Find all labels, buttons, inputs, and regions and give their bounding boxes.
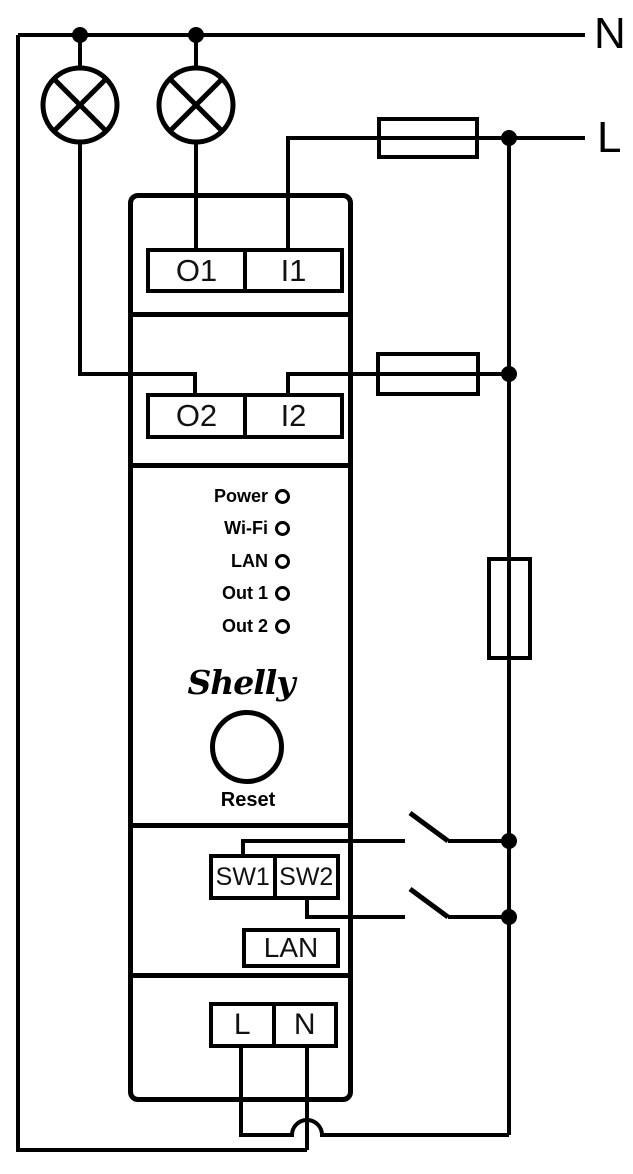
fuse1-icon xyxy=(377,117,479,159)
section-divider-2 xyxy=(130,463,351,468)
brand-logo: Shelly xyxy=(187,663,295,702)
section-divider-4 xyxy=(130,973,351,978)
led-lan-label: LAN xyxy=(231,550,268,571)
terminal-l: L xyxy=(213,1006,272,1044)
led-wifi-indicator-icon xyxy=(275,520,290,536)
lamp1-icon xyxy=(40,65,120,145)
lamp2-icon xyxy=(156,65,236,145)
led-row-out2: Out 2 xyxy=(140,615,290,637)
junction-dot xyxy=(188,27,204,43)
terminal-i2: I2 xyxy=(243,397,340,435)
junction-dot xyxy=(501,366,517,382)
line-bus-label: L xyxy=(597,113,622,162)
terminal-o2-label: O2 xyxy=(175,398,218,433)
terminal-o1-label: O1 xyxy=(175,252,218,288)
led-lan-indicator-icon xyxy=(275,553,290,569)
led-row-lan: LAN xyxy=(140,550,290,572)
terminal-sw2: SW2 xyxy=(272,858,337,896)
fuse2-icon xyxy=(376,352,480,396)
junction-dot xyxy=(501,833,517,849)
lan-port-cell: LAN xyxy=(246,932,336,964)
led-out2-indicator-icon xyxy=(275,618,290,634)
terminal-l-label: L xyxy=(233,1008,251,1041)
section-divider-3 xyxy=(130,823,351,828)
terminal-o1: O1 xyxy=(150,252,243,289)
led-row-out1: Out 1 xyxy=(140,582,290,604)
terminal-block-o1-i1: O1 I1 xyxy=(146,248,344,293)
terminal-block-sw1-sw2: SW1 SW2 xyxy=(209,854,340,900)
junction-dot xyxy=(501,909,517,925)
fuse3-icon xyxy=(487,557,532,660)
section-divider-1 xyxy=(130,312,351,317)
junction-dot xyxy=(501,130,517,146)
led-out2-label: Out 2 xyxy=(221,615,268,636)
led-power-indicator-icon xyxy=(275,488,290,504)
switch1-blade-icon xyxy=(408,810,450,844)
neutral-bus-label: N xyxy=(594,9,626,58)
terminal-n: N xyxy=(271,1006,335,1044)
terminal-i1: I1 xyxy=(243,252,340,289)
terminal-sw1-label: SW1 xyxy=(215,862,270,891)
terminal-sw2-label: SW2 xyxy=(279,862,334,891)
switch2-blade-icon xyxy=(408,886,450,920)
led-row-wifi: Wi-Fi xyxy=(140,517,290,539)
lan-port: LAN xyxy=(242,928,340,968)
reset-button-label: Reset xyxy=(220,789,276,811)
terminal-block-o2-i2: O2 I2 xyxy=(146,393,344,439)
led-out1-indicator-icon xyxy=(275,585,290,601)
led-out1-label: Out 1 xyxy=(221,582,268,603)
led-power-label: Power xyxy=(213,485,268,506)
reset-button-icon xyxy=(210,710,284,784)
led-row-power: Power xyxy=(140,485,290,507)
led-wifi-label: Wi-Fi xyxy=(224,517,268,538)
terminal-i1-label: I1 xyxy=(280,252,307,288)
terminal-i2-label: I2 xyxy=(280,398,307,433)
terminal-block-l-n: L N xyxy=(209,1002,338,1048)
terminal-sw1: SW1 xyxy=(213,858,273,896)
junction-dot xyxy=(72,27,88,43)
terminal-n-label: N xyxy=(293,1008,316,1041)
lan-port-label: LAN xyxy=(263,932,319,963)
terminal-o2: O2 xyxy=(150,397,243,435)
